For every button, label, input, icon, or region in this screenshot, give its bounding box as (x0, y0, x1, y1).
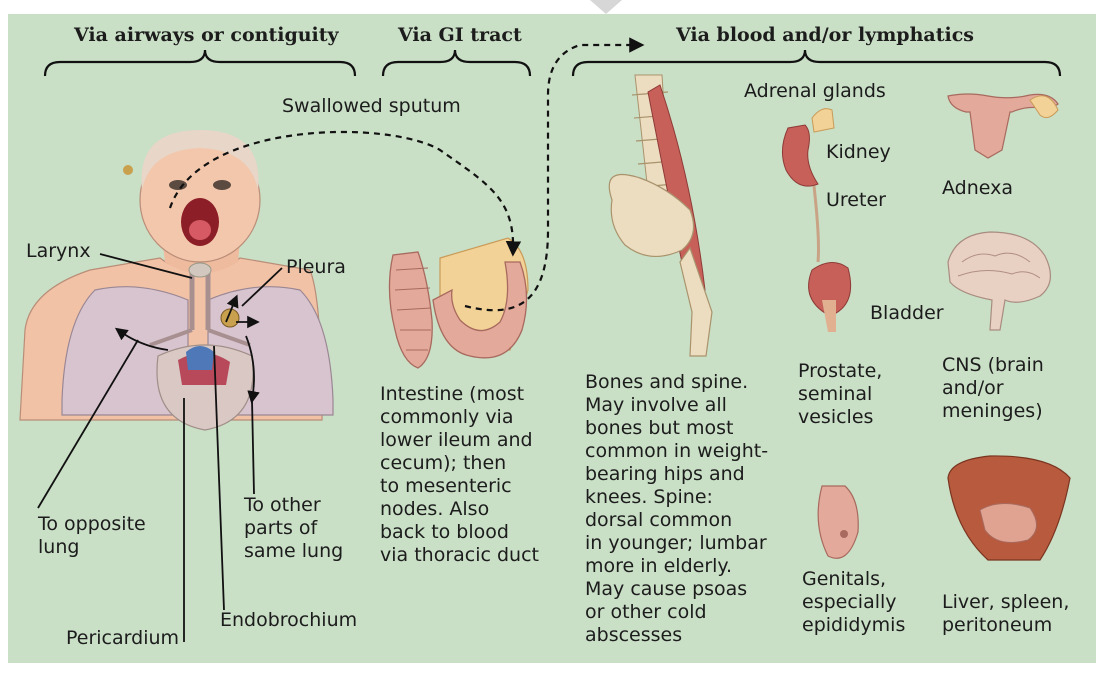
brace-gi (383, 50, 530, 76)
pleura-label: Pleura (286, 256, 346, 279)
header-gi: Via GI tract (398, 24, 522, 47)
header-blood: Via blood and/or lymphatics (676, 24, 974, 47)
endobrochium-label: Endobrochium (220, 609, 357, 632)
brace-airways (45, 50, 355, 76)
liver-label: Liver, spleen, peritoneum (942, 591, 1069, 637)
adnexa-label: Adnexa (942, 177, 1013, 200)
bladder-illustration (809, 262, 851, 332)
swallowed-sputum-label: Swallowed sputum (282, 95, 461, 118)
intestine-label: Intestine (most commonly via lower ileum… (380, 383, 539, 567)
genitals-illustration (818, 486, 858, 558)
top-notch (590, 0, 622, 14)
to-other-parts-label: To other parts of same lung (244, 494, 343, 563)
larynx-label: Larynx (26, 240, 91, 263)
genitals-label: Genitals, especially epididymis (802, 568, 905, 637)
intestine-illustration (389, 238, 528, 368)
adnexa-illustration (948, 94, 1058, 158)
to-opposite-lung-label: To opposite lung (38, 513, 146, 559)
header-airways: Via airways or contiguity (74, 24, 339, 47)
bones-label: Bones and spine. May involve all bones b… (585, 371, 768, 647)
brain-illustration (948, 232, 1050, 330)
cns-label: CNS (brain and/or meninges) (942, 354, 1044, 423)
ureter-label: Ureter (826, 189, 886, 212)
bones-illustration (609, 75, 712, 356)
bladder-label: Bladder (870, 302, 944, 325)
kidney-label: Kidney (826, 141, 891, 164)
brace-blood (573, 50, 1060, 76)
kidney-illustration (782, 109, 834, 262)
prostate-label: Prostate, seminal vesicles (798, 360, 882, 429)
liver-illustration (948, 456, 1070, 560)
pericardium-label: Pericardium (66, 627, 179, 650)
person-illustration (20, 130, 333, 430)
adrenal-glands-label: Adrenal glands (744, 80, 886, 103)
